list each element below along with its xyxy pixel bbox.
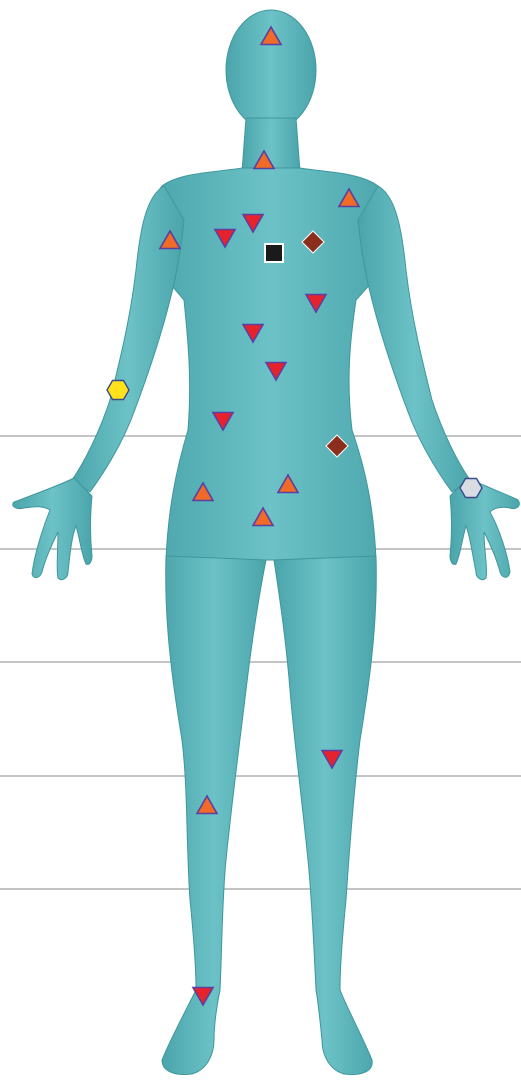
marker-sternum-square-icon[interactable]: [265, 244, 283, 262]
leg-right: [162, 556, 266, 1074]
arm-left: [358, 186, 470, 492]
leg-left: [274, 556, 376, 1074]
marker-right-forearm-hexagon-yellow-icon[interactable]: [107, 381, 129, 400]
hand-right: [13, 478, 92, 580]
hand-left: [450, 478, 519, 580]
body-silhouette: [13, 10, 520, 1074]
marker-left-wrist-hexagon-grey-icon[interactable]: [460, 479, 482, 498]
arm-right: [72, 186, 184, 492]
